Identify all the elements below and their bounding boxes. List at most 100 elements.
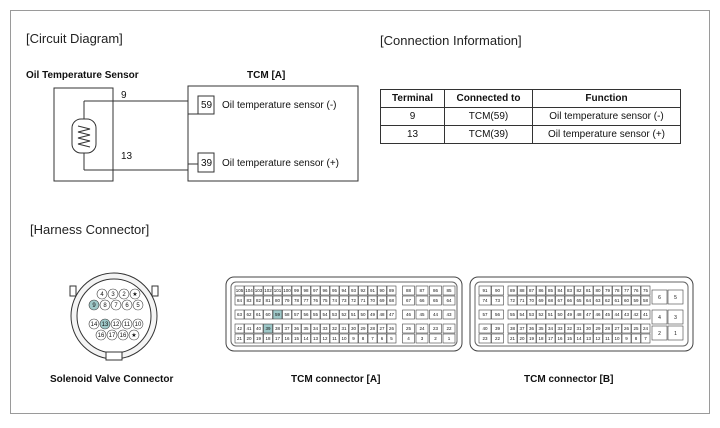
pin-number: 4 [100,292,104,298]
pin-number: 103 [255,288,263,293]
tcm-a-pin-104: 104 [244,285,254,296]
pin-number: 85 [548,288,554,293]
pin-number: 82 [256,298,262,303]
pin-number: 92 [360,288,366,293]
tcm-a-pin-41: 41 [244,323,254,334]
tcm-a-pin-73: 73 [339,295,349,306]
tcm-signal-minus: Oil temperature sensor (-) [222,100,337,111]
tcm-a-pin-64: 64 [442,295,456,306]
tcm-a-pin-37: 37 [282,323,292,334]
pin-number: 72 [351,298,357,303]
tcm-b-pin-15: 15 [564,333,575,344]
tcm-b-pin-75: 75 [640,285,651,296]
pin-number: 27 [614,326,620,331]
tcm-b-pin-22: 22 [491,333,504,344]
pin-number: 61 [614,298,620,303]
tcm-b-pin-78: 78 [612,285,622,296]
pin-number: 5 [136,303,140,309]
tcm-b-pin-42: 42 [631,309,641,320]
tcm-b-pin-81: 81 [583,285,594,296]
pin-number: 64 [586,298,592,303]
pin-number: 32 [567,326,573,331]
tcm-a-pin-93: 93 [348,285,359,296]
tcm-a-pin-27: 27 [377,323,387,334]
connection-table: Terminal Connected to Function 9 TCM(59)… [380,89,681,144]
pin-number: 104 [245,288,253,293]
pin-number: 83 [246,298,252,303]
tcm-b-pin-14: 14 [574,333,584,344]
pin-number: 65 [433,298,439,303]
pin-number: 81 [586,288,592,293]
pin-number: 102 [264,288,272,293]
pin-box-59 [197,95,215,115]
tcm-b-pin-87: 87 [526,285,537,296]
pin-number: 43 [446,312,452,317]
tcm-a-pin-11: 11 [329,333,340,344]
tcm-a-pin-12: 12 [320,333,330,344]
pin-number: 66 [419,298,425,303]
tcm-b-pin-54: 54 [517,309,527,320]
tcm-a-pin-32: 32 [329,323,340,334]
pin-number: 72 [510,298,516,303]
pin-number: 23 [433,326,439,331]
pin-number: 7 [371,336,374,341]
pin-number: 91 [370,288,376,293]
pin-number: 7 [644,336,647,341]
tcm-b-pin-30: 30 [583,323,594,334]
pin-number: 96 [322,288,328,293]
tcm-b-pin-73: 73 [491,295,504,306]
pin-number: 55 [313,312,319,317]
solenoid-pin-5: 5 [132,299,144,311]
tcm-b-pin-83: 83 [564,285,575,296]
pin-number: 20 [519,336,525,341]
pin-number: 74 [482,298,488,303]
tcm-a-pin-42: 42 [234,323,245,334]
pin-number: 79 [284,298,290,303]
tcm-a-pin-6: 6 [377,333,387,344]
tcm-a-pin-49: 49 [367,309,378,320]
pin-number: 93 [351,288,357,293]
pin-number: 80 [595,288,601,293]
pin-number: 97 [313,288,319,293]
solenoid-pin-9: 9 [88,299,100,311]
pin-number: 8 [362,336,365,341]
tcm-a-pin-44: 44 [429,309,442,320]
pin-number: 101 [274,288,282,293]
tcm-a-pin-88: 88 [402,285,415,296]
solenoid-pin-13: 13 [99,318,111,330]
tcm-a-pin-82: 82 [253,295,264,306]
pin-number: 48 [576,312,582,317]
pin-number: ★ [132,291,137,298]
tcm-a-pin-72: 72 [348,295,359,306]
pin-number: 16 [98,333,105,339]
tcm-b-pin-55: 55 [507,309,518,320]
tcm-a-pin-25: 25 [402,323,415,334]
pin-box-39 [197,152,215,173]
pin-number: 54 [322,312,328,317]
pin-number: 11 [605,336,610,341]
pin-number: 16 [557,336,563,341]
tcm-a-pin-24: 24 [415,323,429,334]
pin-number: 5 [390,336,393,341]
pin-number: 11 [124,322,131,328]
sensor-title: Oil Temperature Sensor [26,70,139,81]
tcm-b-pin-90: 90 [491,285,504,296]
pin-number: 17 [275,336,281,341]
tcm-b-pin-50: 50 [555,309,565,320]
tcm-a-pin-53: 53 [329,309,340,320]
pin-number: 5 [674,295,677,301]
pin-number: 12 [113,322,120,328]
tcm-b-pin-57: 57 [478,309,492,320]
tcm-a-pin-91: 91 [367,285,378,296]
tcm-b-pin-74: 74 [478,295,492,306]
tcm-b-pin-47: 47 [583,309,594,320]
pin-number: 49 [370,312,376,317]
pin-number: 29 [360,326,366,331]
tcm-b-pin-43: 43 [621,309,632,320]
tcm-a-pin-87: 87 [415,285,429,296]
pin-number: 19 [256,336,262,341]
tcm-b-pin-37: 37 [517,323,527,334]
pin-number: 86 [538,288,544,293]
pin-number: 2 [122,292,126,298]
